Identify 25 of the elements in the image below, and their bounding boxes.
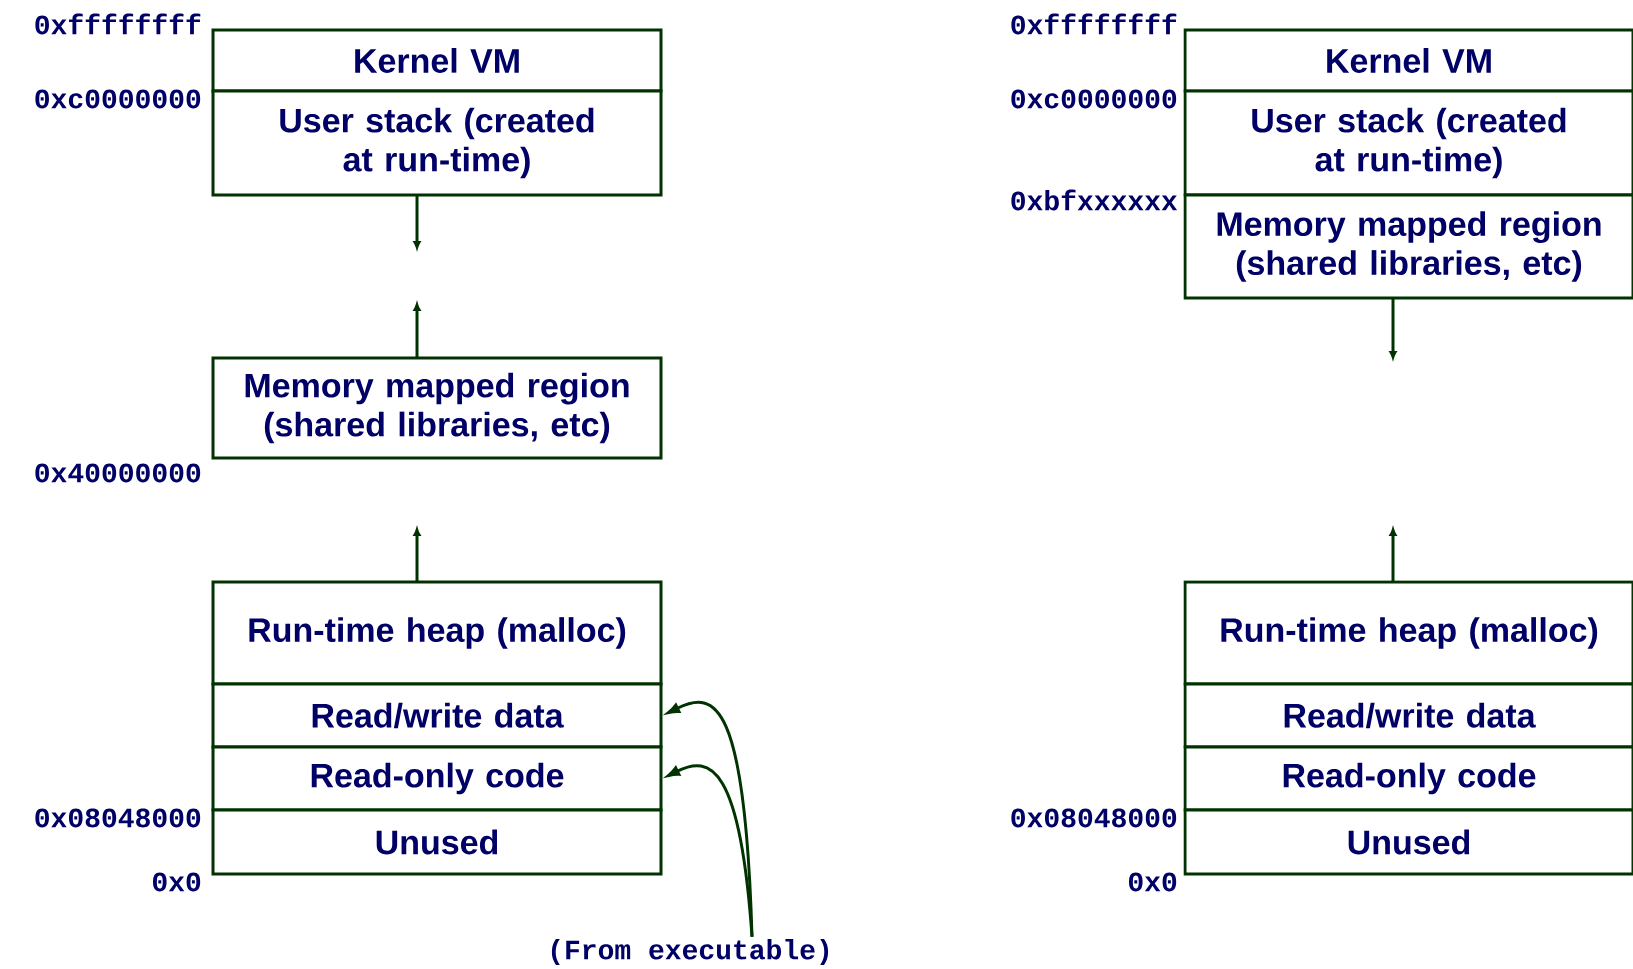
address-label: 0x0 <box>1129 872 1177 892</box>
memory-region-box: Read/write data <box>211 682 663 749</box>
source-label: (From executable) <box>551 938 829 966</box>
address-label: 0xc0000000 <box>35 89 201 109</box>
address-label: 0xffffffff <box>35 13 201 35</box>
address-label: 0x0 <box>153 872 201 892</box>
memory-region-box: Run-time heap (malloc) <box>1183 580 1633 686</box>
memory-region-box: Read-only code <box>1183 745 1633 812</box>
address-label: 0x40000000 <box>35 463 201 483</box>
memory-region-box: Memory mapped region (shared libraries, etc) <box>1183 193 1633 300</box>
memory-region-box: Unused <box>211 808 663 876</box>
memory-region-box: Read-only code <box>211 745 663 812</box>
memory-region-box: User stack (created at run-time) <box>211 89 663 197</box>
memory-region-box: Unused <box>1183 808 1633 876</box>
memory-region-box: Memory mapped region (shared libraries, etc) <box>211 356 663 460</box>
memory-region-box: Kernel VM <box>211 28 663 93</box>
address-label: 0x08048000 <box>1011 808 1177 828</box>
address-label: 0xc0000000 <box>1011 89 1177 109</box>
address-label: 0xffffffff <box>1011 13 1177 35</box>
address-label: 0xbfxxxxxx <box>1011 189 1178 211</box>
memory-region-box: User stack (created at run-time) <box>1183 89 1633 197</box>
memory-region-box: Kernel VM <box>1183 28 1633 93</box>
address-label: 0x08048000 <box>35 808 201 828</box>
memory-region-box: Read/write data <box>1183 682 1633 749</box>
memory-region-box: Run-time heap (malloc) <box>211 580 663 686</box>
